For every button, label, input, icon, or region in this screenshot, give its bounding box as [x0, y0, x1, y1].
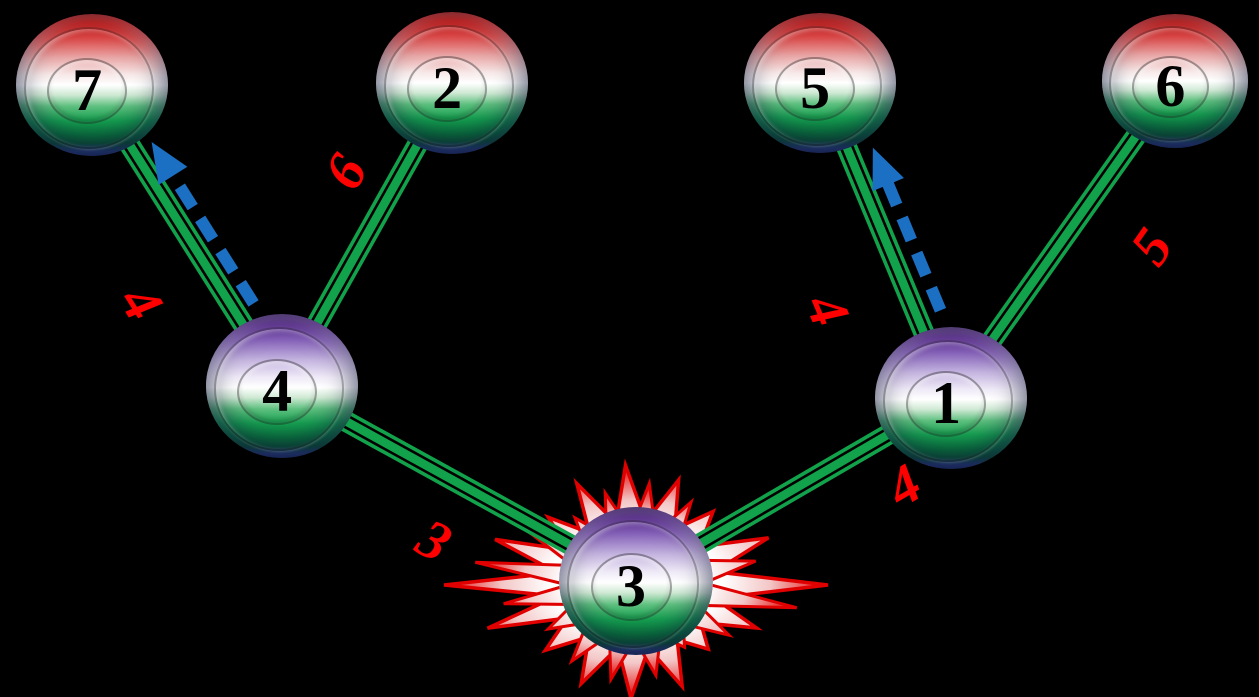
node-number-ellipse: 5 — [775, 54, 856, 122]
node-inner-ring: 1 — [882, 339, 1014, 462]
node-number: 5 — [800, 54, 831, 121]
node-7[interactable]: 7 — [16, 14, 168, 156]
node-inner-ring: 3 — [566, 520, 700, 648]
node-number: 4 — [262, 358, 293, 425]
node-number: 7 — [72, 57, 103, 123]
node-number: 3 — [616, 553, 647, 620]
node-3[interactable]: 3 — [559, 507, 713, 655]
arrowhead-icon — [872, 147, 904, 192]
node-number-ellipse: 3 — [590, 553, 672, 622]
arrow-4-7 — [151, 141, 259, 307]
node-inner-ring: 5 — [751, 25, 883, 146]
node-number-ellipse: 1 — [906, 370, 987, 437]
node-inner-ring: 2 — [383, 24, 515, 147]
arrow-1-5 — [872, 147, 947, 313]
node-number: 2 — [432, 55, 463, 121]
node-6[interactable]: 6 — [1102, 14, 1248, 148]
node-4[interactable]: 4 — [206, 314, 358, 458]
node-inner-ring: 4 — [213, 326, 345, 451]
node-number-ellipse: 4 — [237, 358, 318, 426]
node-number-ellipse: 7 — [47, 57, 128, 124]
node-number-ellipse: 2 — [407, 55, 488, 122]
node-number: 6 — [1155, 52, 1186, 119]
node-number: 1 — [931, 370, 962, 436]
node-inner-ring: 6 — [1109, 26, 1235, 142]
node-inner-ring: 7 — [23, 26, 155, 149]
node-2[interactable]: 2 — [376, 12, 528, 154]
node-number-ellipse: 6 — [1131, 52, 1209, 119]
node-1[interactable]: 1 — [875, 327, 1027, 469]
arrowhead-icon — [151, 141, 188, 185]
node-5[interactable]: 5 — [744, 13, 896, 153]
